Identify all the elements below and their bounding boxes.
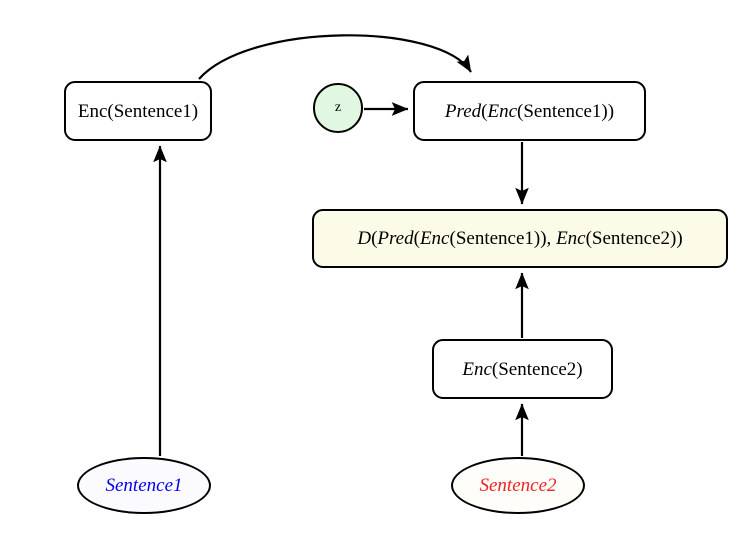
loss-arg1: (Sentence1)), <box>449 228 557 249</box>
node-input-sentence2[interactable]: Sentence2 <box>451 457 585 514</box>
node-pred-enc-sentence1-label: Pred(Enc(Sentence1)) <box>445 102 614 121</box>
enc2-token: Enc <box>462 358 492 380</box>
node-enc-sentence1[interactable]: Enc(Sentence1) <box>64 81 212 141</box>
pred-token: Pred <box>444 100 482 122</box>
loss-arg2: (Sentence2)) <box>585 228 683 249</box>
loss-pred-token: Pred <box>377 228 414 249</box>
node-input-sentence1[interactable]: Sentence1 <box>77 457 211 514</box>
d-open-paren: ( <box>371 228 378 249</box>
node-distance-loss[interactable]: D(Pred(Enc(Sentence1)), Enc(Sentence2)) <box>312 209 728 268</box>
node-input-sentence2-label: Sentence2 <box>479 475 557 496</box>
loss-pred-open-paren: ( <box>413 228 420 249</box>
loss-enc2-token: Enc <box>556 228 586 249</box>
node-latent-z[interactable]: z <box>313 83 363 133</box>
d-token: D <box>357 228 372 249</box>
pred-arg: (Sentence1)) <box>517 100 615 122</box>
enc-token: Enc <box>487 100 518 122</box>
loss-enc1-token: Enc <box>419 228 450 249</box>
node-input-sentence1-label: Sentence1 <box>105 475 183 496</box>
edge-enc1-to-pred <box>198 34 472 80</box>
pred-open-paren: ( <box>481 100 488 122</box>
node-pred-enc-sentence1[interactable]: Pred(Enc(Sentence1)) <box>413 81 646 141</box>
node-enc-sentence1-label: Enc(Sentence1) <box>77 100 199 122</box>
node-distance-loss-label: D(Pred(Enc(Sentence1)), Enc(Sentence2)) <box>357 229 682 248</box>
node-enc-sentence2-label: Enc(Sentence2) <box>462 360 582 379</box>
node-enc-sentence2[interactable]: Enc(Sentence2) <box>432 339 613 399</box>
node-latent-z-label: z <box>334 100 342 115</box>
enc2-arg: (Sentence2) <box>491 358 583 380</box>
